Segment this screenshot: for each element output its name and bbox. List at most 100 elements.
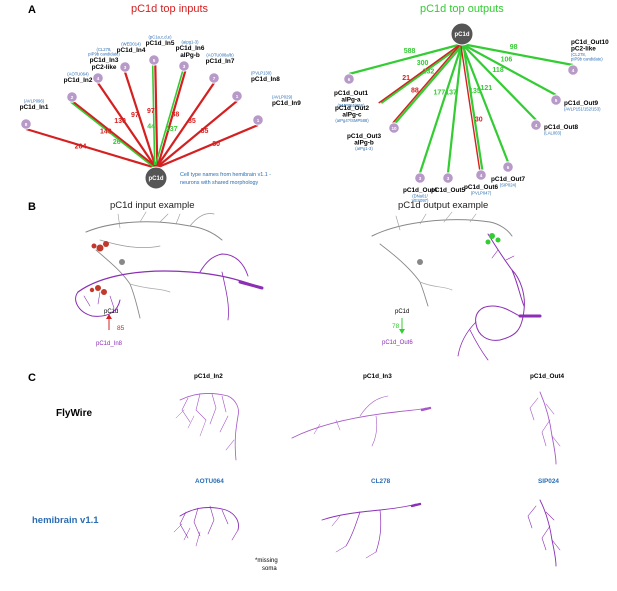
row-label-flywire: FlyWire [56, 408, 92, 419]
flywire-morphologies [175, 391, 561, 465]
input-weight-1: 264 [75, 143, 87, 150]
output-example-cell: pC1d [395, 309, 409, 315]
input-example-morphology [75, 211, 264, 321]
input-edge-back-6 [153, 70, 184, 169]
output-edge-1 [348, 42, 463, 76]
output-node-count-9: 5 [555, 98, 558, 103]
output-name-6: pC1d_Out6 [464, 184, 499, 191]
output-name-8: pC1d_Out8 [544, 124, 579, 131]
input-weight-6: 88 [172, 111, 180, 118]
input-name2-6: aIPg-b [180, 52, 200, 59]
output-hb-4: (DNa01/ [412, 194, 428, 199]
input-node-3 [92, 72, 104, 84]
output-node-count-1: 6 [348, 77, 351, 82]
input-edge-1 [25, 127, 157, 170]
output-example-partner: pC1d_Out6 [382, 340, 413, 346]
input-hb-3: (CL278, [97, 47, 112, 52]
input-hb-7: (AOTU008a/b) [206, 53, 234, 58]
input-node-count-5: 5 [153, 58, 156, 63]
output-name-7: pC1d_Out7 [491, 176, 526, 183]
input-hb2-3: pIP9b candidate) [88, 52, 120, 57]
output-node-5 [442, 172, 454, 184]
output-name-10: pC1d_Out10 [571, 39, 609, 46]
output-name2-10: pC2-like [571, 46, 596, 53]
output-node-8 [530, 119, 542, 131]
output-hb-9: (AVLP151/152/153) [564, 107, 601, 112]
input-edge-back-5 [151, 64, 156, 169]
output-edge-9 [461, 43, 557, 96]
input-hb-1: (AVLP096) [24, 99, 45, 104]
output-node-10 [567, 64, 579, 76]
output-edge-back-6 [460, 43, 481, 171]
input-weight-5: 97 [147, 108, 155, 115]
input-edge-3 [97, 82, 157, 169]
output-edge-back-2 [378, 43, 462, 104]
input-node-8 [231, 90, 243, 102]
output-example-arrowhead [399, 329, 405, 334]
input-name-9: pC1d_In9 [272, 100, 301, 107]
input-edge-4 [123, 71, 158, 169]
col-title-2: pC1d_In3 [363, 373, 392, 380]
input-node-count-4: 3 [124, 65, 127, 70]
input-edge-back-2 [70, 101, 156, 169]
input-name-4: pC1d_In4 [117, 47, 146, 54]
output-hb-7: (SIP024) [500, 183, 517, 188]
input-node-1 [20, 118, 32, 130]
output-weight-6: 135 [469, 88, 481, 95]
inputs-nodes: 2648(AVLP096)pC1d_In1149262(AOTU064)pC1d… [20, 35, 302, 151]
input-hb-6: (aIpg1-3) [182, 40, 200, 45]
missing-soma-note-2: soma [262, 566, 277, 572]
input-weight-2: 149 [100, 128, 112, 135]
outputs-title: pC1d top outputs [420, 3, 504, 15]
input-example-cell: pC1d [104, 309, 118, 315]
input-edge-6 [156, 70, 187, 169]
input-weight-7: 85 [188, 118, 196, 125]
output-weight-1: 588 [404, 48, 416, 55]
input-example-title: pC1d input example [110, 200, 195, 211]
input-node-count-2: 2 [71, 95, 74, 100]
input-name-7: pC1d_In7 [206, 58, 235, 65]
note-line-2: neurons with shared morphology [180, 180, 259, 186]
input-weight-4: 97 [131, 112, 139, 119]
panel-c-letter: C [28, 372, 36, 384]
input-node-count-9: 1 [257, 118, 260, 123]
output-name2-2: aIPg-c [342, 112, 362, 119]
input-name2-3: pC2-like [92, 64, 117, 71]
output-node-3 [388, 122, 400, 134]
input-name-5: pC1d_In5 [146, 40, 175, 47]
input-example-arrowhead [106, 314, 112, 319]
output-hb-10: (CL278, [571, 52, 586, 57]
input-edge-9 [155, 123, 259, 170]
output-node-6 [475, 169, 487, 181]
input-node-count-3: 4 [97, 76, 100, 81]
output-name-3: pC1d_Out3 [347, 133, 382, 140]
input-node-9 [252, 114, 264, 126]
input-hub: pC1d [144, 166, 168, 190]
output-hub: pC1d [450, 22, 474, 46]
output-example-morphology [371, 211, 542, 361]
input-node-count-7: 7 [213, 76, 216, 81]
output-weight-5: 137 [445, 89, 457, 96]
row-label-hemibrain: hemibrain v1.1 [32, 515, 99, 526]
input-name-1: pC1d_In1 [20, 104, 49, 111]
input-hub-label: pC1d [149, 176, 164, 182]
hemibrain-morphologies [173, 499, 561, 567]
output-back-weight-6: 30 [475, 116, 483, 123]
col-subtitle-2: CL278 [371, 478, 391, 485]
input-node-count-8: 1 [236, 94, 239, 99]
output-back-weight-3: 88 [411, 87, 419, 94]
input-node-5 [148, 54, 160, 66]
output-name-2: pC1d_Out2 [335, 105, 370, 112]
input-node-6 [178, 60, 190, 72]
input-node-7 [208, 72, 220, 84]
output-edge-8 [461, 43, 537, 121]
input-edge-7 [155, 82, 215, 169]
output-weight-4: 177 [434, 89, 446, 96]
col-subtitle-1: AOTU064 [195, 478, 224, 485]
outputs-edges [348, 42, 574, 174]
output-example-weight: 78 [392, 323, 400, 330]
input-hb-8: (PVLP130) [251, 71, 272, 76]
input-example-partner: pC1d_In8 [96, 341, 123, 347]
